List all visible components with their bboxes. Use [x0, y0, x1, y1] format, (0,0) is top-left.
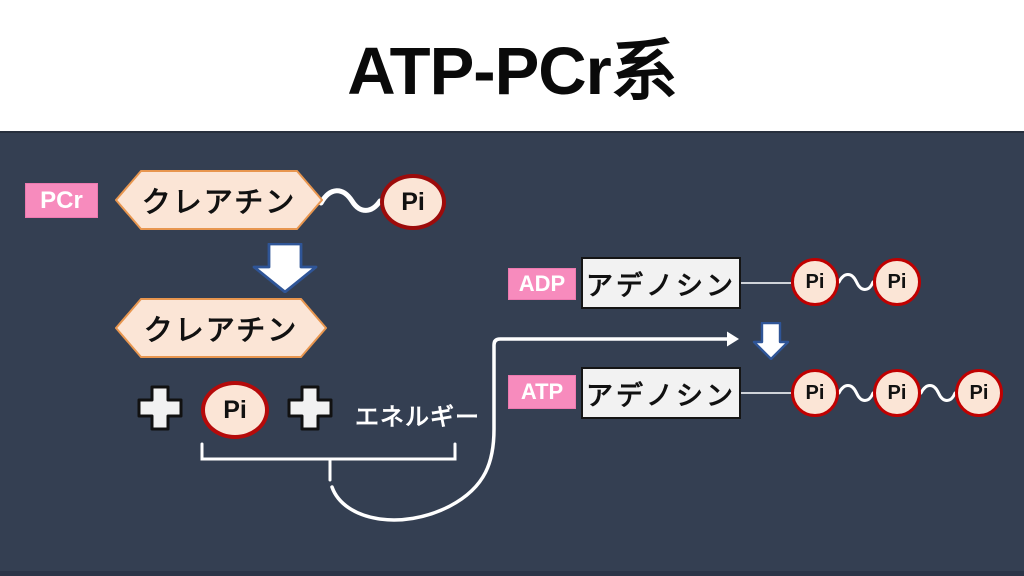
creatine-label-bottom: クレアチン — [143, 315, 299, 347]
atp-tag: ATP — [508, 375, 576, 409]
brace-icon — [200, 442, 457, 482]
adenosine-box-adp: アデノシン — [581, 257, 741, 309]
adenosine-label-adp: アデノシン — [586, 270, 736, 301]
adenosine-label-atp: アデノシン — [586, 380, 736, 411]
page-title: ATP-PCr系 — [347, 34, 678, 109]
creatine-label-top: クレアチン — [141, 187, 297, 219]
creatine-hexagon-top: クレアチン — [115, 170, 323, 230]
panel-top-edge — [0, 131, 1024, 133]
panel-bottom-edge — [0, 571, 1024, 576]
atp-pi-circle-2: Pi — [873, 369, 921, 417]
high-energy-bond-wave-icon — [318, 188, 383, 213]
pi-circle-top: Pi — [380, 174, 446, 230]
hexagon-shape-icon — [115, 170, 323, 230]
hexagon-shape-icon — [115, 298, 327, 358]
pi-circle-released: Pi — [201, 381, 269, 439]
atp-bond-wave-icon-2 — [919, 384, 957, 402]
plus-icon-2 — [287, 385, 333, 431]
energy-label: エネルギー — [355, 404, 480, 431]
diagram-panel: PCr クレアチン Pi クレアチン Pi エネルギー ADP — [0, 131, 1024, 576]
atp-bond-wave-icon-1 — [837, 384, 875, 402]
creatine-hexagon-bottom: クレアチン — [115, 298, 327, 358]
atp-pi-circle-3: Pi — [955, 369, 1003, 417]
atp-pi-circle-1: Pi — [791, 369, 839, 417]
plus-icon-1 — [137, 385, 183, 431]
down-arrow-icon-right — [752, 322, 790, 360]
adp-pi-circle-2: Pi — [873, 258, 921, 306]
pcr-tag: PCr — [25, 183, 98, 218]
adenosine-box-atp: アデノシン — [581, 367, 741, 419]
adp-pi-circle-1: Pi — [791, 258, 839, 306]
down-arrow-icon-left — [252, 243, 318, 293]
energy-transfer-arrowhead-icon — [727, 331, 739, 347]
adp-bond-wave-icon — [837, 273, 875, 291]
adp-tag: ADP — [508, 268, 576, 300]
